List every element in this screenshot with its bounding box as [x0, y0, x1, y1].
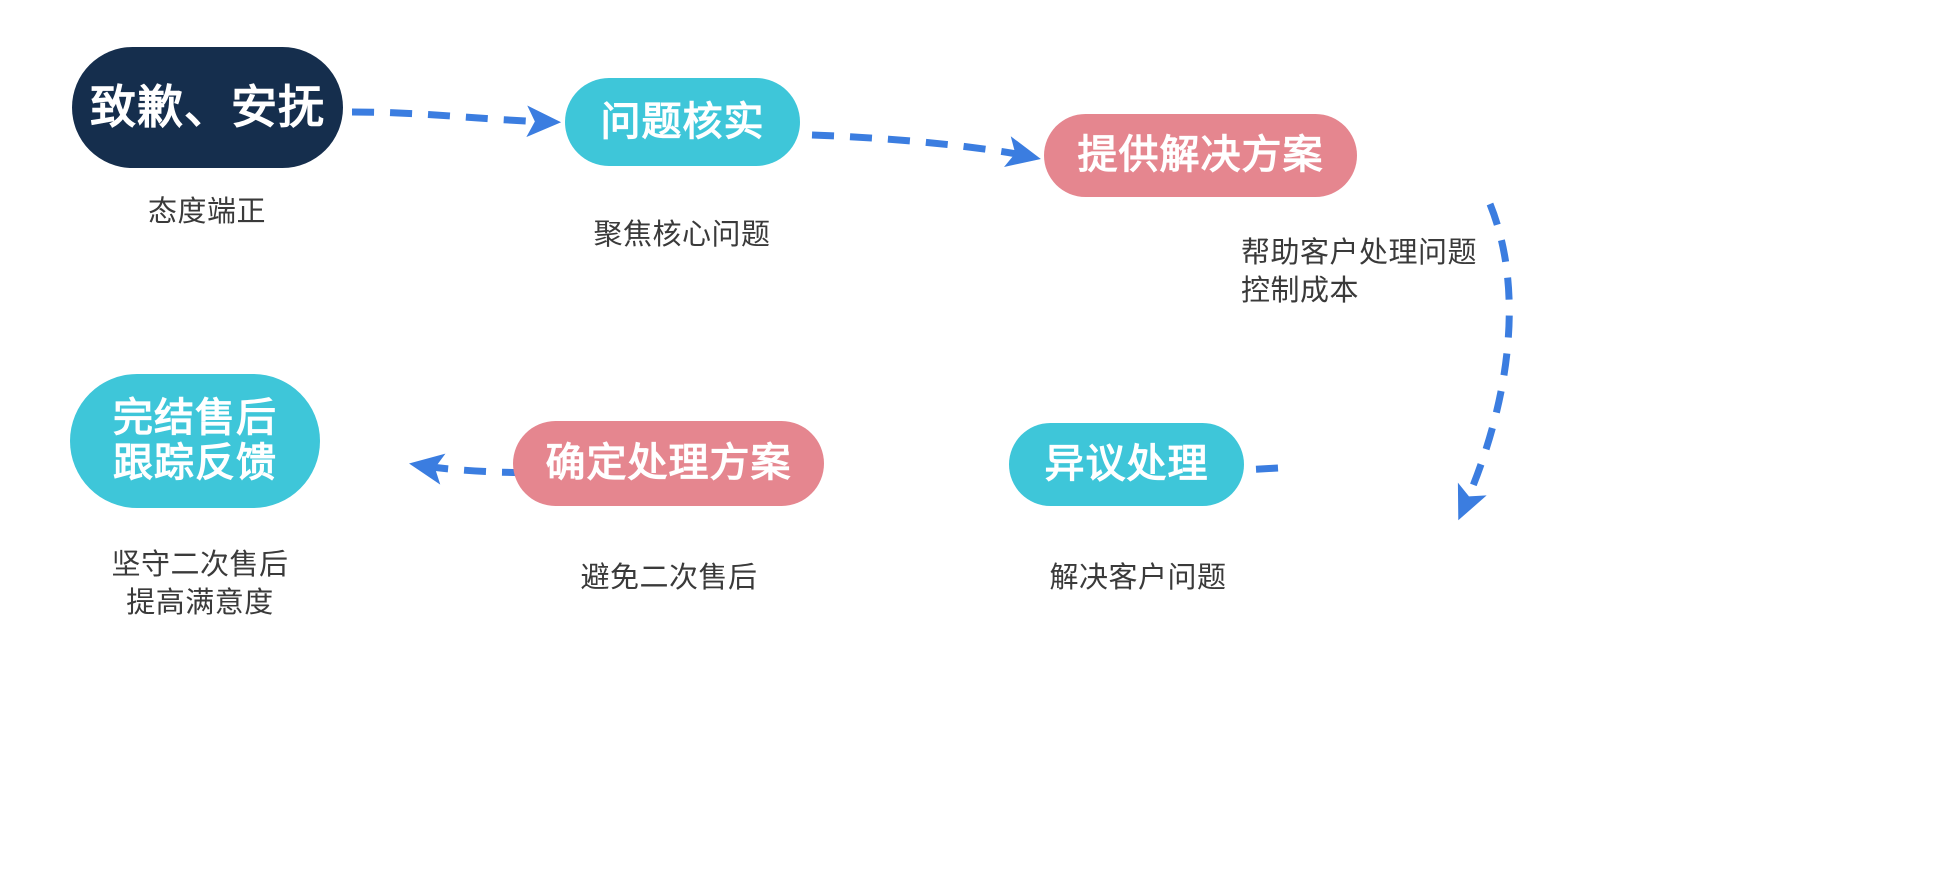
node-solution-label: 提供解决方案 [1077, 133, 1324, 178]
node-objection-label: 异议处理 [1044, 442, 1209, 487]
node-verify-label: 问题核实 [600, 99, 765, 144]
caption-objection: 解决客户问题 [1049, 562, 1227, 594]
node-apology-label: 致歉、安抚 [90, 80, 325, 133]
caption-confirm: 避免二次售后 [580, 562, 758, 594]
node-followup-label: 完结售后 跟踪反馈 [113, 396, 277, 485]
node-confirm[interactable]: 确定处理方案 [513, 421, 824, 506]
node-verify[interactable]: 问题核实 [565, 78, 800, 166]
edge-apology-verify [351, 105, 562, 138]
node-apology[interactable]: 致歉、安抚 [72, 47, 343, 168]
node-confirm-label: 确定处理方案 [545, 441, 792, 486]
caption-solution: 帮助客户处理问题 控制成本 [1241, 237, 1478, 308]
node-solution[interactable]: 提供解决方案 [1044, 114, 1357, 197]
node-followup[interactable]: 完结售后 跟踪反馈 [70, 374, 320, 508]
caption-verify: 聚焦核心问题 [593, 219, 771, 251]
node-objection[interactable]: 异议处理 [1009, 423, 1244, 506]
caption-apology: 态度端正 [147, 196, 266, 228]
caption-followup: 坚守二次售后 提高满意度 [111, 549, 289, 620]
edge-verify-solution [811, 131, 1041, 168]
